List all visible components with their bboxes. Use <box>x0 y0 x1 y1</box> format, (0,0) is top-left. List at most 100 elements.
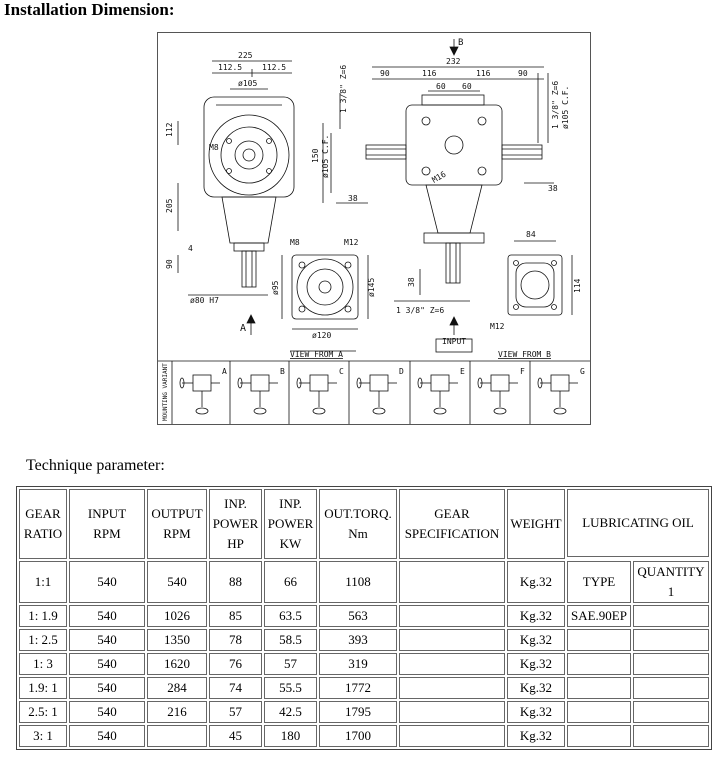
cell-weight: Kg.32 <box>507 653 565 675</box>
cell-type <box>567 653 631 675</box>
dim-112-5-right: 112.5 <box>262 63 286 72</box>
header-type: TYPE <box>567 561 631 603</box>
variant-icon-part <box>553 407 567 415</box>
cell-hp: 76 <box>209 653 262 675</box>
cell-torq: 1700 <box>319 725 397 747</box>
variant-icon-part <box>433 407 447 415</box>
front-view <box>177 60 368 335</box>
dim-m16: M16 <box>431 170 448 185</box>
variant-icon-part <box>537 377 543 389</box>
variant-icon-part <box>192 374 212 392</box>
cell-qty <box>633 653 709 675</box>
header-lubricating-oil: LUBRICATING OIL <box>567 489 709 557</box>
variant-icon-part <box>309 374 329 392</box>
cell-torq: 319 <box>319 653 397 675</box>
dim-205: 205 <box>165 198 174 213</box>
cell-type <box>567 701 631 723</box>
variant-icon-part <box>490 374 510 392</box>
cell-qty <box>633 725 709 747</box>
dim-90: 90 <box>165 259 174 269</box>
cell-torq: 563 <box>319 605 397 627</box>
cell-spec <box>399 677 505 699</box>
cell-weight: Kg.32 <box>507 701 565 723</box>
arrow-b-label: B <box>458 38 463 48</box>
header-weight: WEIGHT <box>507 489 565 559</box>
cell-ratio: 3: 1 <box>19 725 67 747</box>
mounting-variant-e: E <box>417 367 465 415</box>
variant-icon-part <box>195 407 209 415</box>
mounting-variant-b: B <box>237 367 285 415</box>
dim-38-right: 38 <box>548 184 558 193</box>
cell-input: 540 <box>69 605 145 627</box>
cell-output: 284 <box>147 677 207 699</box>
cell-type <box>567 725 631 747</box>
cell-ratio: 1:1 <box>19 561 67 603</box>
variant-letter-g: G <box>580 367 585 376</box>
cell-hp: 78 <box>209 629 262 651</box>
cell-torq: 1795 <box>319 701 397 723</box>
dim-shaft-left: 1 3/8" Z=6 <box>339 65 348 113</box>
cell-kw: 57 <box>264 653 317 675</box>
cell-spec <box>399 701 505 723</box>
cell-output: 1350 <box>147 629 207 651</box>
dim-phi145: ø145 <box>367 278 376 297</box>
technique-parameter-title: Technique parameter: <box>26 457 165 474</box>
table-row: 1.9: 1 540 284 74 55.5 1772 Kg.32 <box>19 677 709 699</box>
dim-225: 225 <box>238 51 253 60</box>
cell-ratio: 1: 2.5 <box>19 629 67 651</box>
cell-kw: 55.5 <box>264 677 317 699</box>
mounting-variants-strip <box>158 360 590 424</box>
dim-114: 114 <box>573 278 582 293</box>
variant-icon-part <box>250 374 270 392</box>
cell-input: 540 <box>69 701 145 723</box>
cell-input: 540 <box>69 629 145 651</box>
installation-drawing: 225 112.5 112.5 ø105 M8 112 205 90 4 ø80… <box>157 32 591 425</box>
view-from-a-label: VIEW FROM A <box>290 350 343 359</box>
variant-letter-d: D <box>399 367 404 376</box>
cell-output: 216 <box>147 701 207 723</box>
cell-hp: 74 <box>209 677 262 699</box>
cell-weight: Kg.32 <box>507 725 565 747</box>
table-row: 2.5: 1 540 216 57 42.5 1795 Kg.32 <box>19 701 709 723</box>
cell-ratio: 1: 3 <box>19 653 67 675</box>
variant-letter-b: B <box>280 367 285 376</box>
input-label: INPUT <box>442 337 466 346</box>
cell-weight: Kg.32 <box>507 561 565 603</box>
variant-icon-part <box>356 377 362 389</box>
cell-type <box>567 629 631 651</box>
variant-letter-e: E <box>460 367 465 376</box>
dim-38-bottom: 38 <box>407 277 416 287</box>
cell-qty <box>633 629 709 651</box>
dim-38-mid: 38 <box>348 194 358 203</box>
dim-phi120: ø120 <box>312 331 331 340</box>
cell-torq: 1108 <box>319 561 397 603</box>
variant-icon-part <box>253 407 267 415</box>
table-row: 1:1 540 540 88 66 1108 Kg.32 TYPE QUANTI… <box>19 561 709 603</box>
cell-hp: 57 <box>209 701 262 723</box>
cell-output: 540 <box>147 561 207 603</box>
dim-60-right: 60 <box>462 82 472 91</box>
mounting-variant-f: F <box>477 367 525 415</box>
dim-90-left: 90 <box>380 69 390 78</box>
cell-qty <box>633 677 709 699</box>
dim-90-right: 90 <box>518 69 528 78</box>
mounting-variant-c: C <box>296 367 344 415</box>
cell-output: 1026 <box>147 605 207 627</box>
mounting-variant-d: D <box>356 367 404 415</box>
variant-letter-c: C <box>339 367 344 376</box>
cell-qty <box>633 605 709 627</box>
dim-m12-view: M12 <box>344 238 359 247</box>
cell-torq: 393 <box>319 629 397 651</box>
cell-hp: 45 <box>209 725 262 747</box>
cell-kw: 42.5 <box>264 701 317 723</box>
cell-type <box>567 677 631 699</box>
